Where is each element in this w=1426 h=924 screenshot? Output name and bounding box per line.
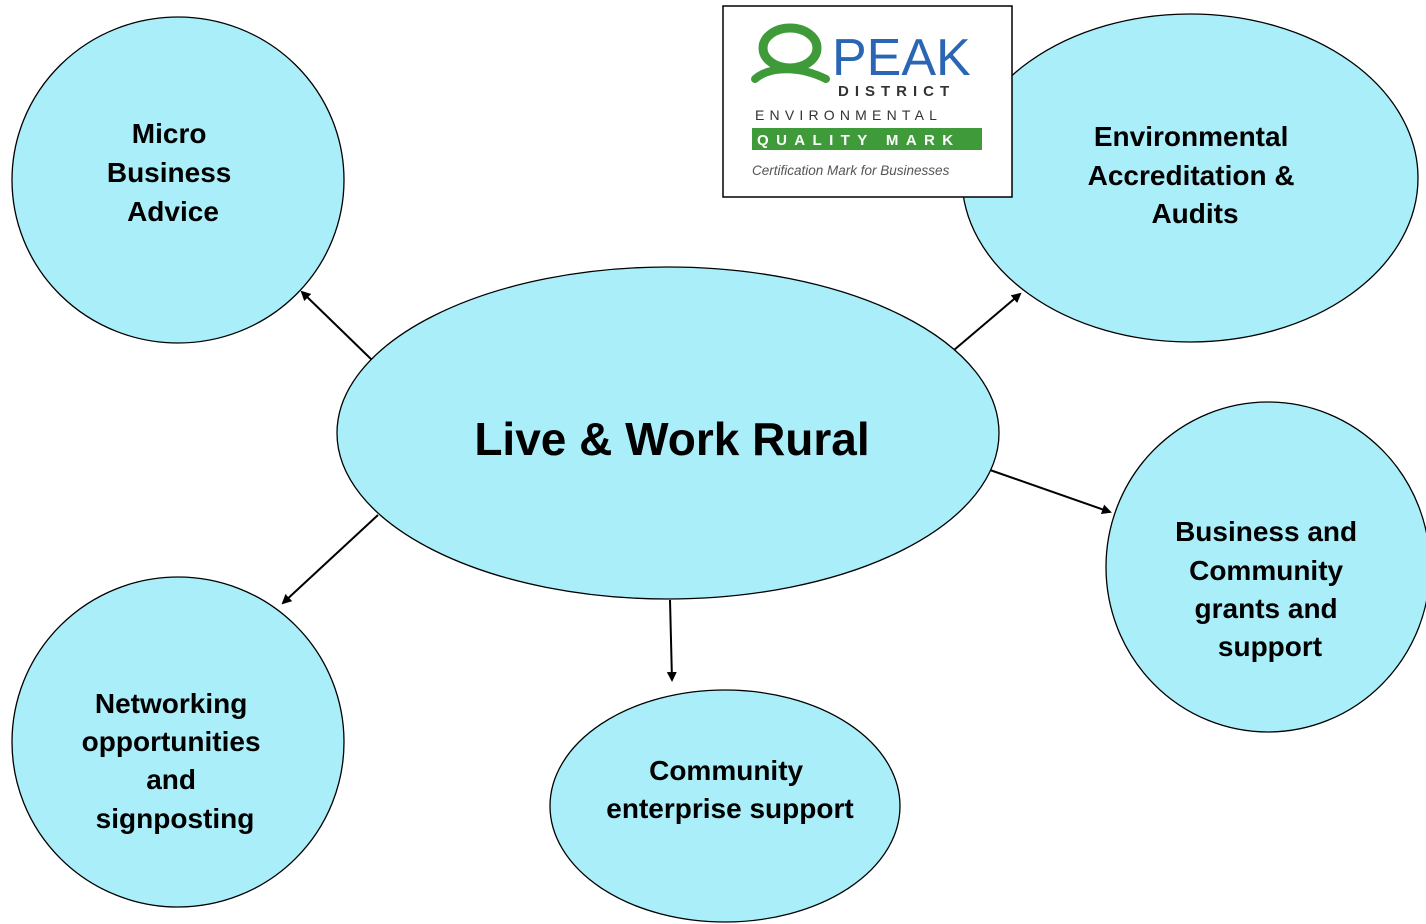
node-micro-business-advice: Micro Business Advice (11, 16, 345, 344)
node-business-community-grants: Business and Community grants and suppor… (1105, 401, 1426, 733)
node-environmental-accreditation: Environmental Accreditation & Audits (961, 13, 1419, 343)
arrow-to-environmental (953, 292, 1022, 351)
logo-district-text: DISTRICT (838, 83, 955, 100)
node-networking-opportunities: Networking opportunities and signposting (11, 576, 345, 908)
logo-tagline-text: Certification Mark for Businesses (752, 163, 950, 178)
arrow-to-community-enterprise (666, 599, 677, 682)
central-node-live-work-rural: Live & Work Rural (336, 266, 1000, 600)
node-community-enterprise-support: Community enterprise support (549, 689, 901, 923)
node-community-enterprise-support-label: Community enterprise support (606, 755, 853, 824)
node-micro-business-advice-label: Micro Business Advice (107, 118, 239, 227)
peak-district-quality-mark-logo: PEAK DISTRICT ENVIRONMENTAL QUALITY MARK… (722, 5, 1013, 198)
node-networking-opportunities-label: Networking opportunities and signposting (82, 688, 269, 834)
logo-quality-mark-text: QUALITY MARK (757, 132, 961, 149)
logo-quality-mark-band (752, 128, 982, 150)
node-environmental-accreditation-label: Environmental Accreditation & Audits (1088, 121, 1303, 229)
logo-brand-text: PEAK (832, 29, 971, 87)
arrow-to-business-community (989, 469, 1112, 515)
arrow-to-micro-business (300, 290, 373, 361)
arrow-to-networking (281, 514, 379, 605)
central-node-label: Live & Work Rural (474, 413, 869, 465)
node-business-community-grants-label: Business and Community grants and suppor… (1175, 516, 1365, 662)
logo-q-emblem-icon (751, 23, 830, 83)
logo-environmental-text: ENVIRONMENTAL (755, 107, 942, 123)
